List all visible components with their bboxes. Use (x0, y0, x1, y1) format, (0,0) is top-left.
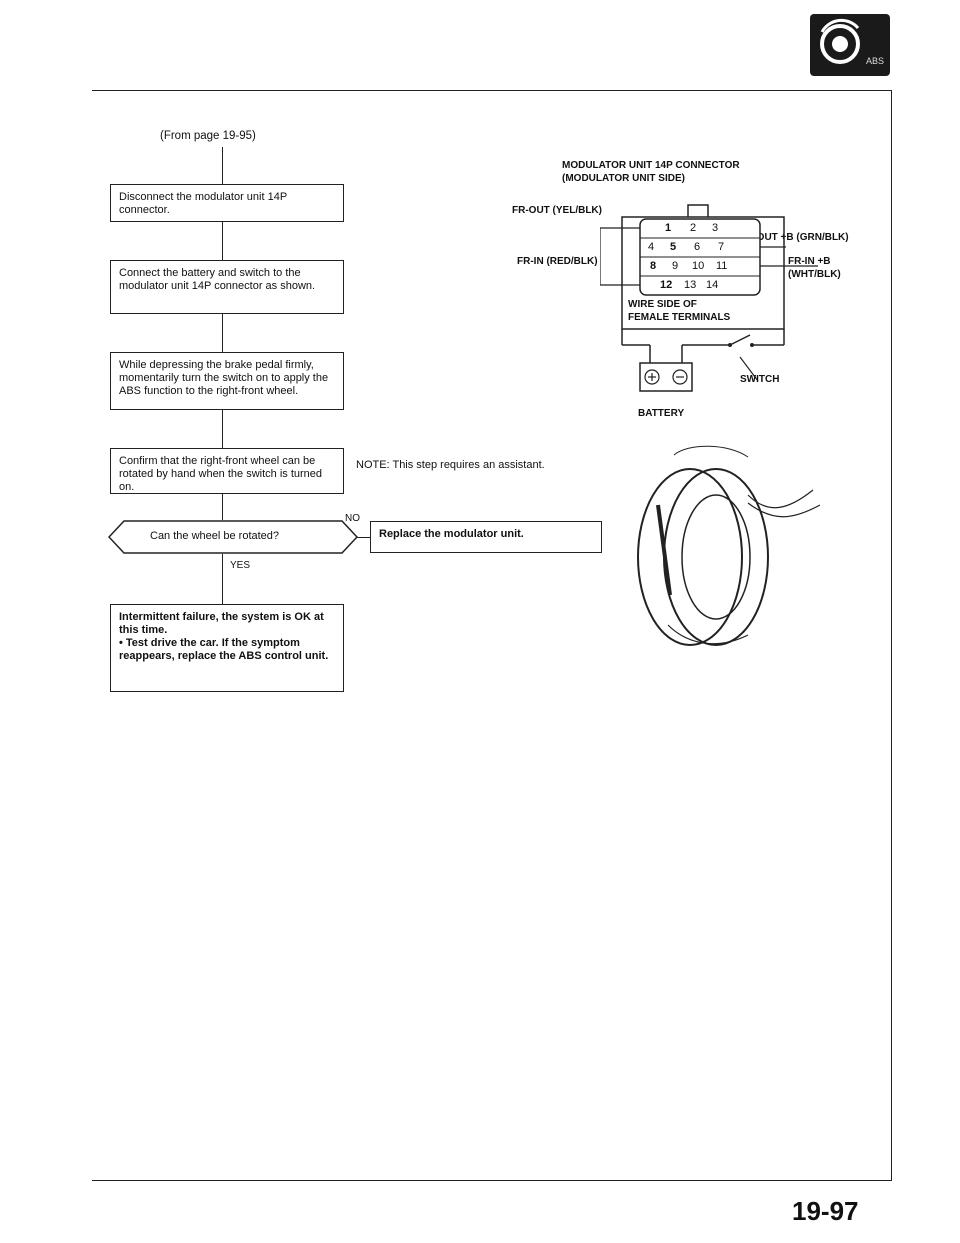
wheel-illustration (637, 445, 821, 646)
switch-label: SWITCH (740, 374, 780, 385)
pin-label: 13 (684, 279, 697, 291)
pin-label: 14 (706, 279, 719, 291)
fr-out-grn-label: FR-OUT +B (GRN/BLK) (740, 232, 849, 243)
pin-label: 7 (718, 241, 725, 253)
from-page-label: (From page 19-95) (160, 130, 256, 142)
fr-in-red-label: FR-IN (RED/BLK) (517, 256, 598, 267)
step-box-1: Disconnect the modulator unit 14P connec… (110, 184, 344, 222)
fr-in-wht-label-2: (WHT/BLK) (788, 269, 841, 280)
no-branch-line (357, 537, 370, 538)
decision-text: Can the wheel be rotated? (150, 530, 280, 542)
step-box-4: Confirm that the right-front wheel can b… (110, 448, 344, 494)
diagram-title-2: (MODULATOR UNIT SIDE) (562, 173, 685, 184)
bottom-rule (92, 1180, 892, 1181)
step-text-2: Connect the battery and switch to the mo… (119, 267, 316, 292)
flow-connector (222, 314, 223, 352)
right-rule (891, 90, 892, 1180)
pin-label: 3 (712, 222, 719, 234)
abs-badge: ABS (810, 14, 890, 76)
connector-diagram (600, 204, 818, 392)
pin-label: 12 (660, 279, 673, 291)
no-result-text: Replace the modulator unit. (379, 528, 524, 540)
pin-label: 4 (648, 241, 655, 253)
flow-connector (222, 147, 223, 184)
pin-label: 10 (692, 260, 705, 272)
page-number: 19-97 (792, 1196, 859, 1226)
yes-result-line: Intermittent failure, the system is OK a… (119, 611, 324, 636)
step-text-3: While depressing the brake pedal firmly,… (119, 359, 329, 397)
step-box-3: While depressing the brake pedal firmly,… (110, 352, 344, 410)
assistant-note: NOTE: This step requires an assistant. (356, 459, 545, 471)
no-result-box: Replace the modulator unit. (370, 521, 602, 553)
wire-side-label-2: FEMALE TERMINALS (628, 312, 731, 323)
fr-out-yel-label: FR-OUT (YEL/BLK) (512, 205, 602, 216)
flow-connector (222, 410, 223, 448)
abs-badge-text: ABS (866, 56, 885, 66)
yes-result-box: Intermittent failure, the system is OK a… (110, 604, 344, 692)
diagram-title-1: MODULATOR UNIT 14P CONNECTOR (562, 160, 740, 171)
pin-label: 2 (690, 222, 697, 234)
step-text-1: Disconnect the modulator unit 14P connec… (119, 191, 287, 216)
pin-label: 9 (672, 260, 679, 272)
abs-wheel-icon (820, 18, 860, 64)
pin-label: 6 (694, 241, 701, 253)
flow-connector (222, 494, 223, 520)
no-label: NO (345, 513, 360, 524)
flow-connector (222, 222, 223, 260)
yes-branch-line (222, 554, 223, 604)
decision-shape (108, 520, 358, 554)
fr-in-wht-label-1: FR-IN +B (788, 256, 831, 267)
battery-label: BATTERY (638, 408, 685, 419)
pin-label: 11 (716, 260, 728, 272)
pin-label: 8 (650, 260, 657, 272)
pin-label: 1 (665, 222, 672, 234)
yes-label: YES (230, 560, 251, 571)
yes-result-bullet: • Test drive the car. If the symptom rea… (119, 637, 329, 662)
pin-label: 5 (670, 241, 677, 253)
wire-side-label-1: WIRE SIDE OF (628, 299, 697, 310)
step-text-4: Confirm that the right-front wheel can b… (119, 455, 323, 493)
top-rule (92, 90, 892, 91)
step-box-2: Connect the battery and switch to the mo… (110, 260, 344, 314)
